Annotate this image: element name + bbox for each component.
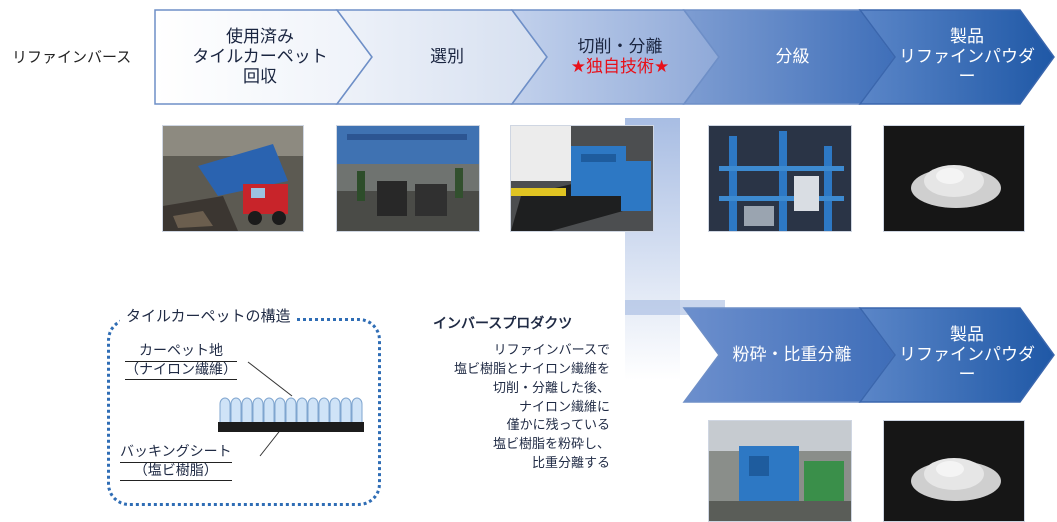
step-product-lower-line1: 製品 [950, 324, 984, 345]
step-product-line2: リファインパウダー [899, 46, 1035, 88]
inverse-title: インバースプロダクツ [433, 316, 573, 332]
carpet-structure-illustration [218, 361, 364, 457]
carpet-label: カーペット地 （ナイロン繊維） [125, 343, 237, 380]
inverse-description: リファインバースで 塩ビ樹脂とナイロン繊維を 切削・分離した後、 ナイロン繊維に… [400, 342, 610, 474]
backing-label-line2: （塩ビ樹脂） [120, 463, 232, 481]
step-crushing-label: 粉砕・比重分離 [732, 344, 852, 365]
arrow-step-5 [858, 9, 1055, 105]
inverse-line-6: 塩ビ樹脂を粉砕し、 [492, 437, 610, 453]
step-collection-line1: 使用済み [226, 26, 294, 47]
carpet-label-line2: （ナイロン繊維） [125, 362, 237, 380]
inverse-line-4: ナイロン繊維に [518, 399, 610, 415]
step-sorting: 選別 [372, 10, 522, 104]
step-product-line1: 製品 [950, 26, 984, 47]
step-product: 製品 リファインパウダー [892, 10, 1042, 104]
step-cutting-label: 切削・分離 [577, 36, 663, 57]
photo-powder [883, 125, 1025, 232]
carpet-label-line1: カーペット地 [125, 343, 237, 362]
step-crushing: 粉砕・比重分離 [712, 308, 872, 402]
photo-powder-lower [883, 420, 1025, 522]
step-cutting: 切削・分離 ★独自技術★ [540, 10, 700, 104]
step-cutting-special: ★独自技術★ [570, 57, 670, 77]
step-collection: 使用済み タイルカーペット 回収 [160, 10, 360, 104]
photo-truck [162, 125, 304, 232]
photo-classifier [708, 125, 852, 232]
inverse-line-3: 切削・分離した後、 [492, 380, 610, 396]
structure-title: タイルカーペットの構造 [120, 305, 297, 326]
step-product-lower-line2: リファインパウダー [899, 344, 1035, 386]
photo-cutting [510, 125, 654, 232]
photo-crushing [708, 420, 852, 522]
step-collection-line3: 回収 [243, 67, 277, 88]
inverse-line-1: リファインバースで [493, 343, 610, 358]
step-collection-line2: タイルカーペット [192, 46, 328, 67]
backing-label-line1: バッキングシート [120, 444, 232, 463]
inverse-line-2: 塩ビ樹脂とナイロン繊維を [453, 361, 610, 377]
step-sorting-label: 選別 [430, 46, 464, 67]
inverse-line-7: 比重分離する [531, 456, 610, 472]
arrow-lower-2 [858, 307, 1055, 403]
backing-label: バッキングシート （塩ビ樹脂） [120, 444, 232, 481]
step-product-lower: 製品 リファインパウダー [892, 308, 1042, 402]
step-classification-label: 分級 [775, 46, 810, 67]
inverse-line-5: 僅かに残っている [506, 418, 610, 434]
row-label: リファインバース [12, 48, 132, 66]
photo-sorting [336, 125, 480, 232]
step-classification: 分級 [715, 10, 870, 104]
